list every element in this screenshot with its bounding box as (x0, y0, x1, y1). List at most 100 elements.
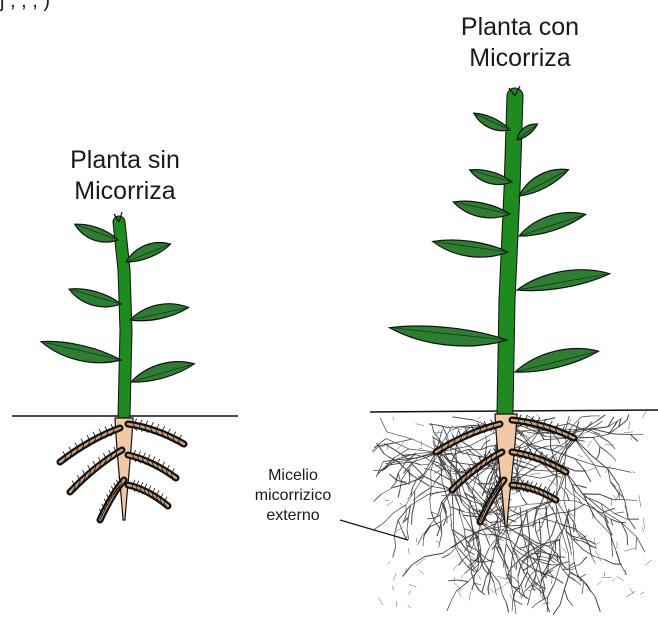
hypha (504, 544, 506, 560)
hypha (502, 595, 506, 604)
hypha (499, 583, 502, 595)
hypha-fragment (644, 518, 645, 529)
hypha (595, 465, 598, 471)
hypha-fragment (596, 551, 601, 561)
hypha (564, 573, 569, 590)
hypha (573, 550, 574, 562)
hypha (541, 513, 555, 518)
hypha (384, 513, 394, 523)
hypha (600, 494, 613, 499)
hypha (412, 503, 414, 514)
hypha (507, 604, 509, 613)
hypha (546, 574, 556, 578)
hypha (583, 550, 594, 557)
hypha-fragment (645, 560, 652, 566)
hypha (456, 548, 461, 558)
hypha (526, 510, 529, 535)
label-mycelium-line-3: externo (238, 506, 348, 526)
hypha (597, 454, 600, 460)
hypha (610, 534, 616, 551)
root-a-main (115, 418, 133, 520)
hypha (394, 505, 406, 513)
leaf-b-10 (512, 341, 599, 378)
hypha (636, 537, 637, 550)
hypha-fragment (597, 542, 600, 544)
hypha (612, 456, 616, 461)
hypha (514, 507, 517, 513)
root-a-lat-6 (128, 480, 168, 509)
hypha (519, 491, 522, 498)
hypha (515, 460, 525, 463)
hypha (434, 515, 441, 518)
hypha-fragment (624, 548, 635, 551)
hypha (598, 471, 601, 477)
hypha (564, 590, 567, 600)
label-plant-with-mycorrhiza: Planta con Micorriza (440, 12, 600, 73)
hypha (472, 584, 474, 590)
hypha-fragment (453, 582, 460, 589)
hypha (627, 534, 628, 545)
hypha-fragment (642, 527, 643, 532)
hypha (463, 515, 479, 517)
leaf-b-7 (431, 236, 508, 262)
leaf-b-6-blade (516, 205, 587, 241)
hypha (443, 520, 445, 526)
hypha (631, 435, 638, 442)
hypha (451, 591, 456, 601)
label-plant-without-mycorrhiza: Planta sin Micorriza (45, 145, 205, 206)
hypha-fragment (587, 468, 595, 471)
hypha-fragment (629, 422, 630, 430)
hypha-fragment (632, 472, 636, 473)
root-a-lat-4 (128, 450, 176, 480)
hypha (569, 541, 571, 549)
hypha (395, 439, 413, 443)
hypha (506, 544, 511, 553)
hypha-fragment (393, 417, 394, 420)
leaf-a-5 (39, 336, 122, 369)
hypha (607, 452, 612, 456)
hypha (527, 504, 541, 505)
hypha (485, 534, 490, 546)
hypha (595, 597, 600, 612)
hypha (421, 464, 429, 465)
hypha (418, 536, 423, 545)
hypha (459, 463, 471, 465)
hypha-fragment (469, 591, 471, 600)
hypha (609, 442, 615, 449)
hypha (569, 576, 576, 580)
hypha (393, 547, 396, 557)
hypha (429, 424, 438, 425)
leaf-a-2 (123, 236, 172, 266)
hypha-fragment (612, 578, 615, 581)
hypha (430, 501, 431, 512)
hypha (552, 564, 561, 565)
hypha (616, 551, 620, 564)
hypha (452, 417, 473, 420)
hypha (437, 530, 439, 536)
hypha (587, 585, 591, 592)
hypha (409, 477, 410, 485)
hypha (424, 553, 442, 556)
hypha (529, 591, 531, 599)
hypha (414, 463, 420, 465)
hypha (398, 505, 410, 520)
hypha (456, 453, 457, 463)
ground-lines (12, 410, 658, 416)
hypha (539, 518, 541, 538)
hypha-fragment (597, 581, 601, 585)
leaf-a-1-blade (72, 220, 120, 248)
hypha-fragment (387, 562, 390, 565)
leaf-b-5-blade (451, 197, 511, 223)
hypha (570, 573, 580, 578)
hypha (425, 524, 431, 532)
hypha (560, 590, 564, 605)
hypha (581, 416, 591, 417)
hypha (519, 548, 527, 552)
hypha (459, 560, 463, 565)
hypha (457, 429, 459, 435)
hypha-fragment (642, 411, 646, 418)
label-with-line-1: Planta con (440, 12, 600, 43)
hypha (484, 577, 486, 585)
root-a-lat-2 (128, 419, 184, 447)
